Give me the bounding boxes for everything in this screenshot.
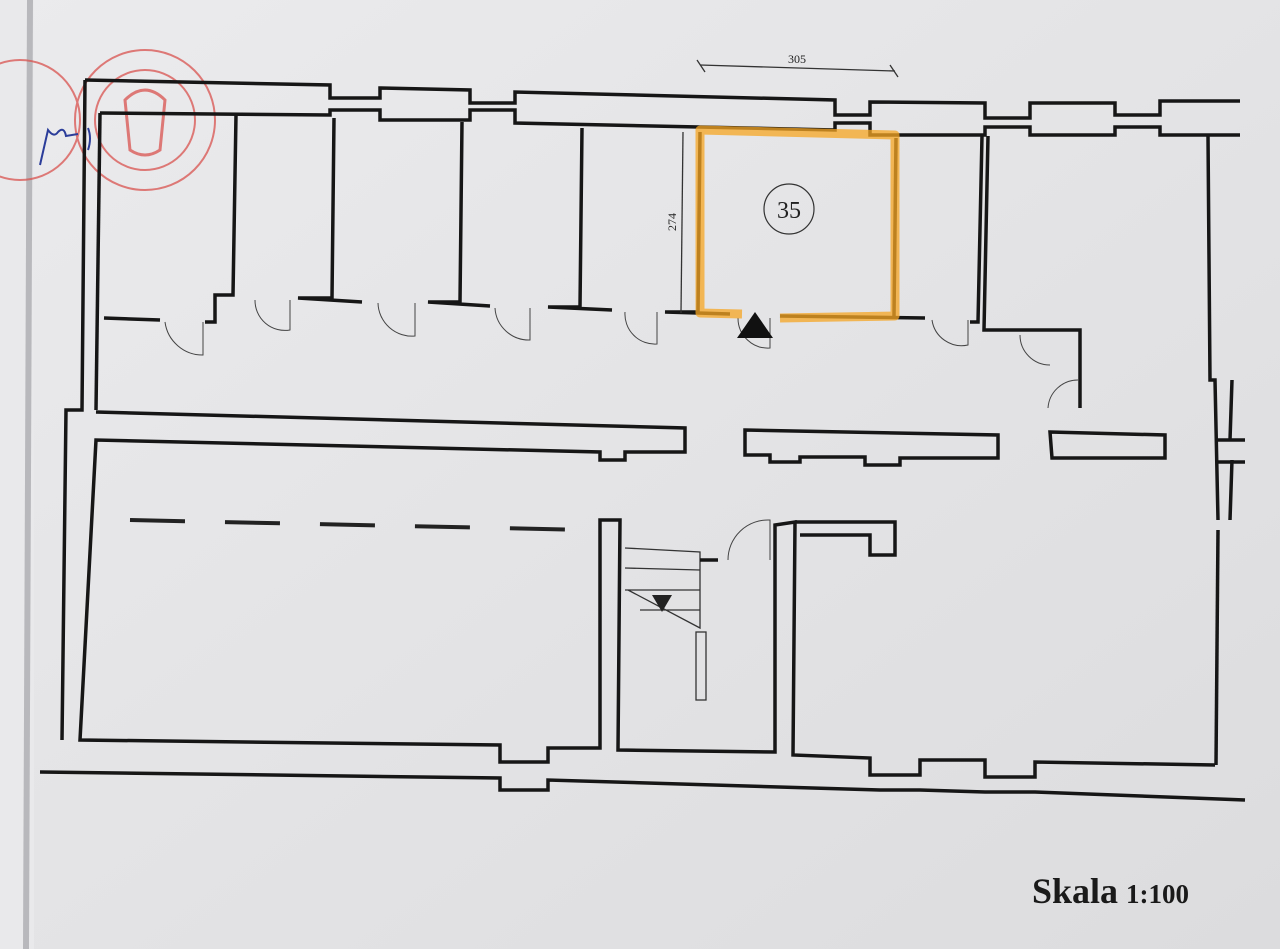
entrance-arrow-icon (737, 312, 773, 338)
scale-ratio: 1:100 (1126, 879, 1190, 909)
room-35-highlight (695, 125, 900, 323)
width-label: 305 (788, 52, 806, 66)
page-fold (23, 0, 33, 949)
signature (39, 127, 91, 166)
height-label: 274 (665, 213, 679, 231)
stair-arrow-icon (652, 595, 672, 612)
dimension-width: 305 (696, 52, 899, 78)
dimension-height: 274 (665, 131, 684, 314)
door-swings (164, 299, 1079, 561)
official-stamp (0, 49, 216, 191)
scale-word: Skala (1032, 871, 1119, 911)
room-number-badge: 35 (763, 183, 815, 235)
room-number: 35 (777, 198, 801, 224)
